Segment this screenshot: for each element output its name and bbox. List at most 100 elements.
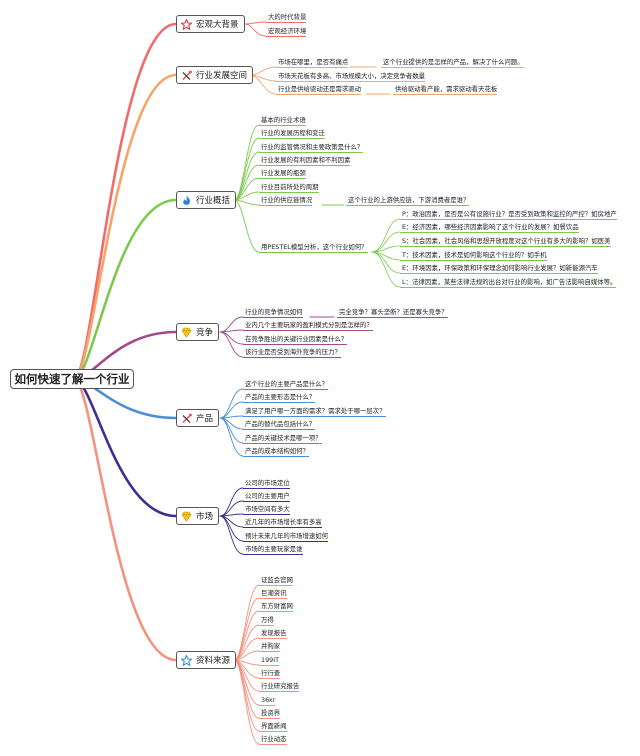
branch-6[interactable]: 市场 <box>176 507 220 525</box>
connector-line <box>233 584 260 661</box>
tools-icon <box>182 413 192 423</box>
branch-item: 并购家 <box>261 642 281 650</box>
branch-item: 行业的发展历程和变迁 <box>261 129 325 137</box>
branch-item: 行业的竞争情况如何 <box>245 308 303 316</box>
branch-item: 行业研究报告 <box>261 682 300 690</box>
branch-item: 预计未来几年的市场增速如何 <box>245 532 329 540</box>
star-icon <box>181 18 192 30</box>
branch-item: 199IT <box>261 656 279 664</box>
branch-item: 证监会官网 <box>261 576 293 584</box>
branch-item: 市场的主要玩家是谁 <box>245 545 303 553</box>
connector-line <box>243 23 267 37</box>
item-underline <box>337 317 448 318</box>
item-note: 这个行业的上游供应链，下游消费者是谁？ <box>348 196 470 204</box>
item-underline <box>259 152 364 153</box>
item-underline <box>393 94 498 95</box>
branch-item: 发现报告 <box>261 629 287 637</box>
connector-line <box>233 610 260 661</box>
item-underline <box>259 252 368 253</box>
item-underline <box>266 22 307 23</box>
branch-item: 行业的监管情况和主要政策是什么？ <box>261 143 364 151</box>
item-underline <box>259 678 281 679</box>
item-underline <box>276 81 425 82</box>
item-underline <box>259 125 306 126</box>
item-underline <box>259 138 325 139</box>
branch-label: 市场 <box>196 512 214 522</box>
branch-label: 行业概括 <box>196 196 231 206</box>
branch-label: 宏观大背景 <box>196 20 239 30</box>
branch-item: 公司的市场定位 <box>245 479 290 487</box>
branch-item: 巨潮资讯 <box>261 589 287 597</box>
item-underline <box>243 317 303 318</box>
item-underline <box>243 488 290 489</box>
branch-item: 产品的替代品包括什么？ <box>245 420 316 428</box>
connector-line <box>72 377 178 662</box>
branch-item: 在竞争胜出的关键行业因素是什么？ <box>245 335 348 343</box>
branch-item: 行业是供给驱动还是需求驱动 <box>278 85 362 93</box>
item-underline <box>259 625 274 626</box>
branch-item: 基本的行业术语 <box>261 116 306 124</box>
branch-2[interactable]: 行业发展空间 <box>176 66 254 84</box>
branch-item: 市场天花板有多高、市场规模大小，决定竞争者数量 <box>278 72 425 80</box>
pestel-item: T：技术因素，技术是如何影响这个行业的？如手机 <box>402 251 547 259</box>
item-underline <box>259 744 287 745</box>
connector-line <box>233 164 260 201</box>
branch-item: 产品的主要形态是什么？ <box>245 393 316 401</box>
branch-label: 产品 <box>196 414 214 424</box>
fire-icon <box>183 195 190 205</box>
item-underline <box>259 665 279 666</box>
branch-3[interactable]: 行业概括 <box>176 191 237 209</box>
item-underline <box>259 585 293 586</box>
item-underline <box>243 429 316 430</box>
branch-item: 该行业是否受到海外竞争的压力？ <box>245 348 341 356</box>
connector-line <box>219 331 244 358</box>
root-topic[interactable]: 如何快速了解一个行业 <box>10 369 134 389</box>
connector-line <box>233 659 260 719</box>
item-underline <box>400 260 547 261</box>
branch-item: 业内几个主要玩家的盈利模式分别是怎样的？ <box>245 321 373 329</box>
item-underline <box>243 501 290 502</box>
branch-7[interactable]: 资料来源 <box>176 651 237 669</box>
item-underline <box>243 514 290 515</box>
branch-item: 行业目前所处的周期 <box>261 183 319 191</box>
connector-line <box>249 66 277 76</box>
item-underline <box>243 443 322 444</box>
branch-item: 大的时代背景 <box>268 13 307 21</box>
item-underline <box>259 705 276 706</box>
branch-item: 这个行业的主要产品是什么？ <box>245 380 329 388</box>
item-underline <box>243 541 329 542</box>
branch-item: 投资界 <box>261 709 281 717</box>
branch-label: 竞争 <box>196 328 214 338</box>
branch-item: 市场空间有多大 <box>245 505 290 513</box>
branch-item: 行业发展的瓶颈 <box>261 169 306 177</box>
item-underline <box>381 67 524 68</box>
connector-line <box>219 388 244 419</box>
connector-line <box>233 199 260 206</box>
item-underline <box>243 389 329 390</box>
item-underline <box>243 456 309 457</box>
connector-line <box>233 659 260 745</box>
item-underline <box>400 287 617 288</box>
item-underline <box>400 246 611 247</box>
branch-item: 公司的主要用户 <box>245 492 290 500</box>
branch-4[interactable]: 竞争 <box>176 323 220 341</box>
item-underline <box>259 611 293 612</box>
pestel-item: L：法律因素，某些法律法规的出台对行业的影响，如广告法影响自媒体等。 <box>402 278 617 286</box>
connector-line <box>72 73 178 381</box>
connector-line <box>219 401 244 419</box>
connector-line <box>233 597 260 661</box>
branch-item: 行行查 <box>261 669 281 677</box>
branch-item: 用PESTEL模型分析，这个行业如何？ <box>261 243 368 251</box>
branch-5[interactable]: 产品 <box>176 409 220 427</box>
item-underline <box>259 731 287 732</box>
item-note: 完全竞争？寡头垄断？还是寡头竞争？ <box>339 308 448 316</box>
branch-item: 东方财富网 <box>261 602 293 610</box>
gem-icon <box>181 327 192 338</box>
branch-item: 产品的成本结构如何？ <box>245 447 309 455</box>
branch-1[interactable]: 宏观大背景 <box>176 15 245 33</box>
connector-line <box>243 21 267 25</box>
item-underline <box>276 67 349 68</box>
branch-item: 行业的供应链情况 <box>261 196 313 204</box>
branch-item: 产品的关键技术是哪一项？ <box>245 434 322 442</box>
connector-line <box>371 218 401 253</box>
